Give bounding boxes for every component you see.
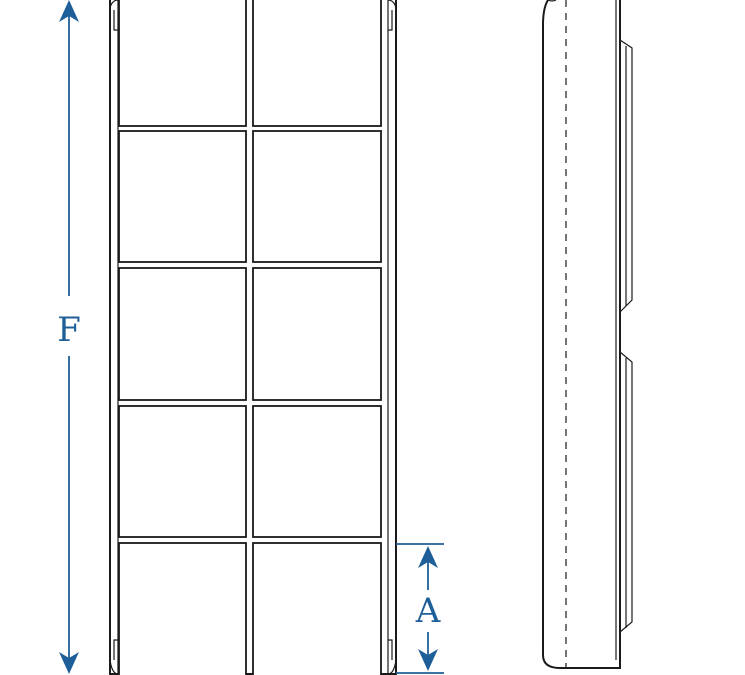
grid-cell-r5-c2 bbox=[252, 542, 382, 675]
grid-cell-r3-c1 bbox=[118, 267, 247, 401]
grid-cell-r1-c2 bbox=[252, 0, 382, 127]
dimension-f-arrow-bottom bbox=[59, 652, 79, 674]
grid-cells bbox=[118, 0, 382, 675]
grid-cell-r2-c1 bbox=[118, 130, 247, 263]
dimension-f-arrow-top bbox=[59, 0, 79, 22]
grid-cell-r5-c1 bbox=[118, 542, 247, 675]
front-view-top-tabs bbox=[109, 0, 397, 31]
grid-cell-r3-c2 bbox=[252, 267, 382, 401]
grid-cell-r4-c2 bbox=[252, 405, 382, 538]
side-view-outline bbox=[542, 0, 621, 669]
grid-cell-r4-c1 bbox=[118, 405, 247, 538]
dimension-a: A bbox=[396, 543, 444, 674]
dimension-f-label: F bbox=[57, 310, 81, 350]
side-view bbox=[542, 0, 633, 669]
dimension-a-arrow-bottom bbox=[418, 649, 438, 671]
front-view-inner-frame bbox=[117, 30, 389, 640]
grid-cell-r2-c2 bbox=[252, 130, 382, 263]
dimension-a-label: A bbox=[415, 591, 441, 631]
front-view-bottom-tabs bbox=[109, 639, 397, 675]
side-view-top-curl bbox=[547, 0, 557, 2]
front-view bbox=[109, 0, 397, 675]
grid-cell-r1-c1 bbox=[118, 0, 247, 127]
dimension-f: F bbox=[57, 0, 81, 674]
dimension-a-arrow-top bbox=[418, 546, 438, 568]
